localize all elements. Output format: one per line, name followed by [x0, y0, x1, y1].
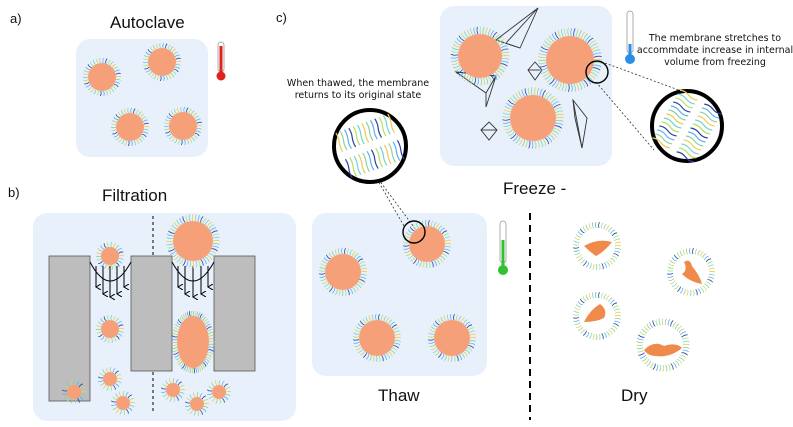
autoclave-vesicle	[110, 107, 150, 147]
thawed-annotation-line-2: returns to its original state	[294, 90, 422, 101]
freeze-title: Freeze -	[503, 179, 567, 198]
filtration-flow-left	[89, 261, 132, 297]
thawed-annotation: When thawed, the membrane returns to its…	[283, 78, 433, 102]
thawed-vesicle	[318, 247, 368, 297]
thawed-vesicle	[352, 313, 402, 363]
stretch-annotation-line-3: volume from freezing	[664, 57, 766, 68]
thermometer-hot-icon	[216, 41, 226, 81]
thaw-title: Thaw	[378, 386, 420, 405]
thermometer-cold-icon	[625, 10, 635, 64]
filtration-vesicle	[166, 214, 220, 268]
thawed-annotation-line-1: When thawed, the membrane	[286, 78, 430, 89]
freeze-zoom-marker	[585, 60, 609, 84]
dried-vesicle	[572, 291, 622, 341]
dried-vesicle	[666, 247, 716, 297]
filtration-vesicle	[61, 379, 87, 405]
autoclave-vesicle	[82, 57, 122, 97]
filter-blocks	[48, 255, 256, 402]
filtration-vesicle	[160, 377, 186, 403]
filtration-vesicle	[184, 391, 210, 417]
filtration-title: Filtration	[102, 186, 168, 205]
panel-label-b: b)	[8, 185, 20, 200]
stretch-annotation-line-2: accommdate increase in internal	[636, 45, 793, 56]
stretch-annotation-line-1: The membrane stretches to	[648, 33, 782, 44]
dried-vesicle	[572, 221, 622, 271]
panel-label-c: c)	[276, 10, 287, 25]
dried-cargo	[644, 343, 682, 357]
thawed-vesicle	[427, 313, 477, 363]
freeze-zoom-inset	[650, 89, 724, 163]
ice-crystals	[454, 7, 588, 149]
filtration-vesicle	[206, 379, 232, 405]
dry-title: Dry	[621, 386, 648, 405]
thermometer-neutral-icon	[498, 220, 508, 275]
filtration-vesicle	[97, 366, 123, 392]
thaw-zoom-marker	[402, 220, 426, 244]
thaw-zoom-inset	[332, 108, 408, 184]
thawed-vesicle	[402, 219, 452, 269]
autoclave-vesicle	[163, 106, 203, 146]
frozen-vesicle	[537, 27, 603, 93]
frozen-vesicle	[450, 26, 510, 86]
autoclave-vesicle	[142, 42, 182, 82]
stretch-annotation: The membrane stretches to accommdate inc…	[636, 33, 793, 69]
filtration-vesicle	[95, 241, 125, 271]
frozen-vesicle	[502, 87, 564, 149]
dried-vesicle	[636, 318, 690, 372]
filtration-vesicle	[171, 310, 215, 374]
freeze-zoom-lines	[595, 62, 685, 151]
filtration-vesicle	[95, 314, 125, 344]
dried-cargo	[682, 260, 702, 284]
filtration-vesicle	[110, 390, 136, 416]
panel-label-a: a)	[10, 11, 22, 26]
filtration-flow-right	[171, 261, 215, 297]
dried-cargo	[584, 304, 606, 322]
autoclave-title: Autoclave	[110, 13, 185, 32]
dried-cargo	[584, 240, 612, 256]
